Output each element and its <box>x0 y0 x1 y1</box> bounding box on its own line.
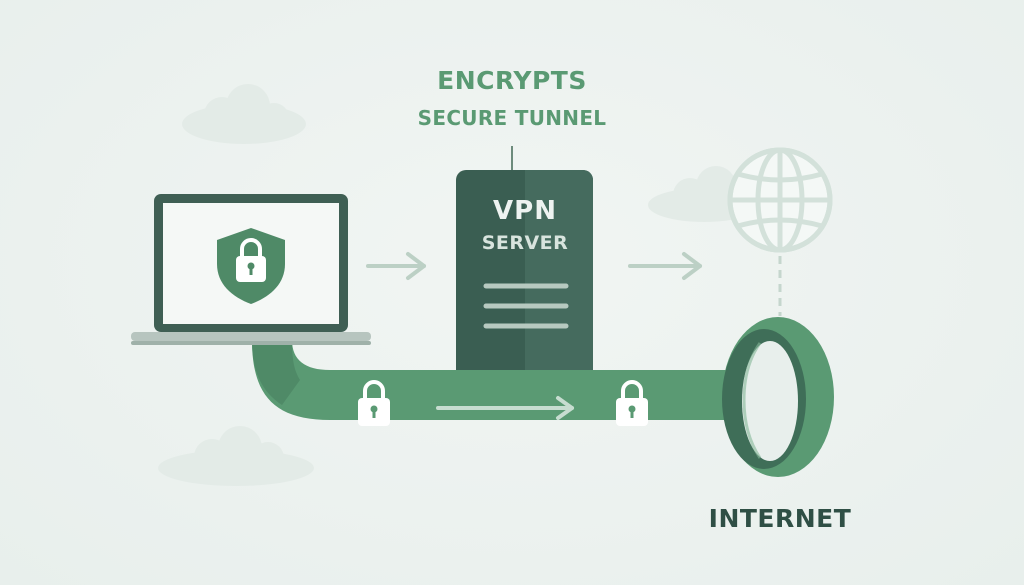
diagram-title: ENCRYPTS <box>437 66 587 95</box>
cloud-icon <box>158 426 314 486</box>
globe-icon <box>727 147 833 253</box>
internet-label: INTERNET <box>708 504 852 533</box>
padlock-icon <box>616 380 648 426</box>
arrow-right-icon <box>628 252 702 280</box>
arrow-right-icon <box>366 252 426 280</box>
cloud-icon <box>182 84 306 144</box>
padlock-icon <box>358 380 390 426</box>
server-icon <box>456 170 593 370</box>
server-subtitle: SERVER <box>481 232 569 254</box>
diagram-subtitle: SECURE TUNNEL <box>417 106 607 130</box>
arrow-right-icon <box>436 396 574 420</box>
server-title: VPN <box>493 196 557 226</box>
tunnel-exit-ring <box>722 317 834 477</box>
shield-lock-icon <box>217 228 285 304</box>
